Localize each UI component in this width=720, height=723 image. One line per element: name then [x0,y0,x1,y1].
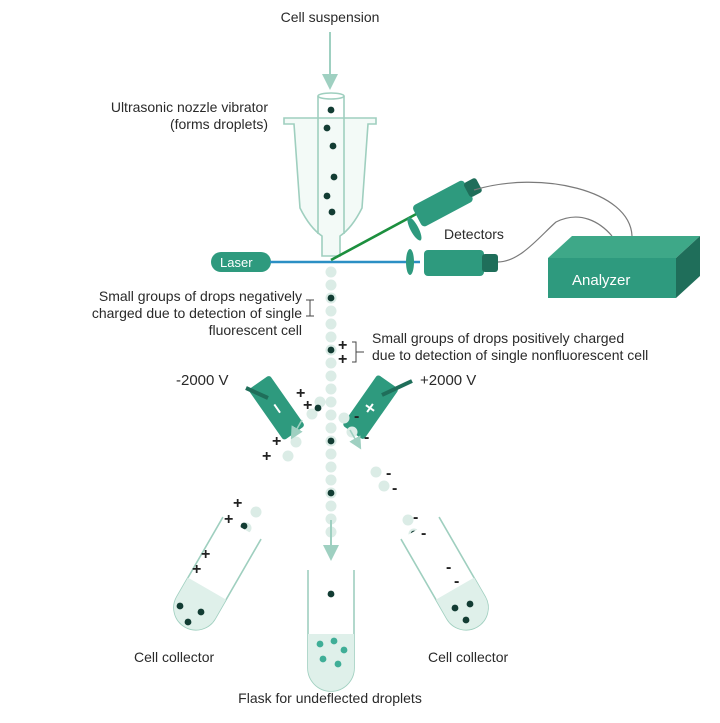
label-nozzle: Ultrasonic nozzle vibrator (forms drople… [40,99,268,133]
detector-cables [473,181,633,263]
label-nozzle-line1: Ultrasonic nozzle vibrator [110,99,268,115]
charge-sign: - [421,525,426,542]
label-positive-drops: Small groups of drops positively charged… [372,330,712,364]
label-cell-collector-left: Cell collector [134,649,215,665]
analyzer-box [548,236,700,298]
right-tube-cells [451,600,474,624]
label-neg-line2: charged due to detection of single [91,305,302,321]
charge-sign: + [201,546,210,563]
plate-positive-wire [381,379,413,397]
charge-sign: - [354,408,359,425]
charge-sign: + [224,511,233,528]
charge-sign: - [454,573,459,590]
charge-sign: - [446,559,451,576]
flask-cells [316,637,348,668]
label-detectors: Detectors [444,226,504,242]
plate-positive [343,375,398,439]
right-collector-tube [400,516,489,631]
label-pos-line1: Small groups of drops positively charged [372,330,625,346]
charge-sign: + [338,337,347,354]
label-flask: Flask for undeflected droplets [238,690,422,706]
left-arrow-1 [290,419,303,440]
charge-sign: + [296,385,305,402]
label-neg-line1: Small groups of drops negatively [98,288,302,304]
charge-sign: - [386,465,391,482]
charge-sign: + [303,397,312,414]
label-positive-voltage: +2000 V [420,372,477,389]
label-neg-line3: fluorescent cell [208,322,302,338]
detector-beam [330,210,421,262]
label-cell-suspension: Cell suspension [280,9,380,25]
right-arrow-1 [349,429,362,450]
plate-negative [249,376,304,440]
label-negative-voltage: -2000 V [176,372,229,389]
laser-device [211,252,271,272]
charge-sign: + [338,351,347,368]
left-tube-cells [176,602,205,626]
flask-tube [307,570,355,692]
nozzle [283,92,377,257]
charge-sign: - [364,429,369,446]
charge-sign: - [413,509,418,526]
detector-upper [407,178,482,241]
charge-sign: + [233,495,242,512]
left-collector-tube [173,516,262,631]
charge-sign: + [192,561,201,578]
charge-sign: - [392,480,397,497]
label-cell-collector-right: Cell collector [428,649,509,665]
plate-negative-wire [245,386,269,400]
stream-droplets [325,266,337,538]
stream-cells [327,294,335,497]
label-negative-drops: Small groups of drops negatively charged… [20,288,302,339]
charge-sign: + [262,448,271,465]
detector-lower [406,249,498,276]
label-nozzle-line2: (forms droplets) [169,116,268,132]
charge-sign: + [272,433,281,450]
nozzle-cells [323,106,338,216]
pos-bracket [352,341,364,363]
label-pos-line2: due to detection of single nonfluorescen… [372,347,649,363]
label-analyzer: Analyzer [572,272,631,289]
label-laser: Laser [220,255,253,270]
neg-bracket [306,299,314,317]
